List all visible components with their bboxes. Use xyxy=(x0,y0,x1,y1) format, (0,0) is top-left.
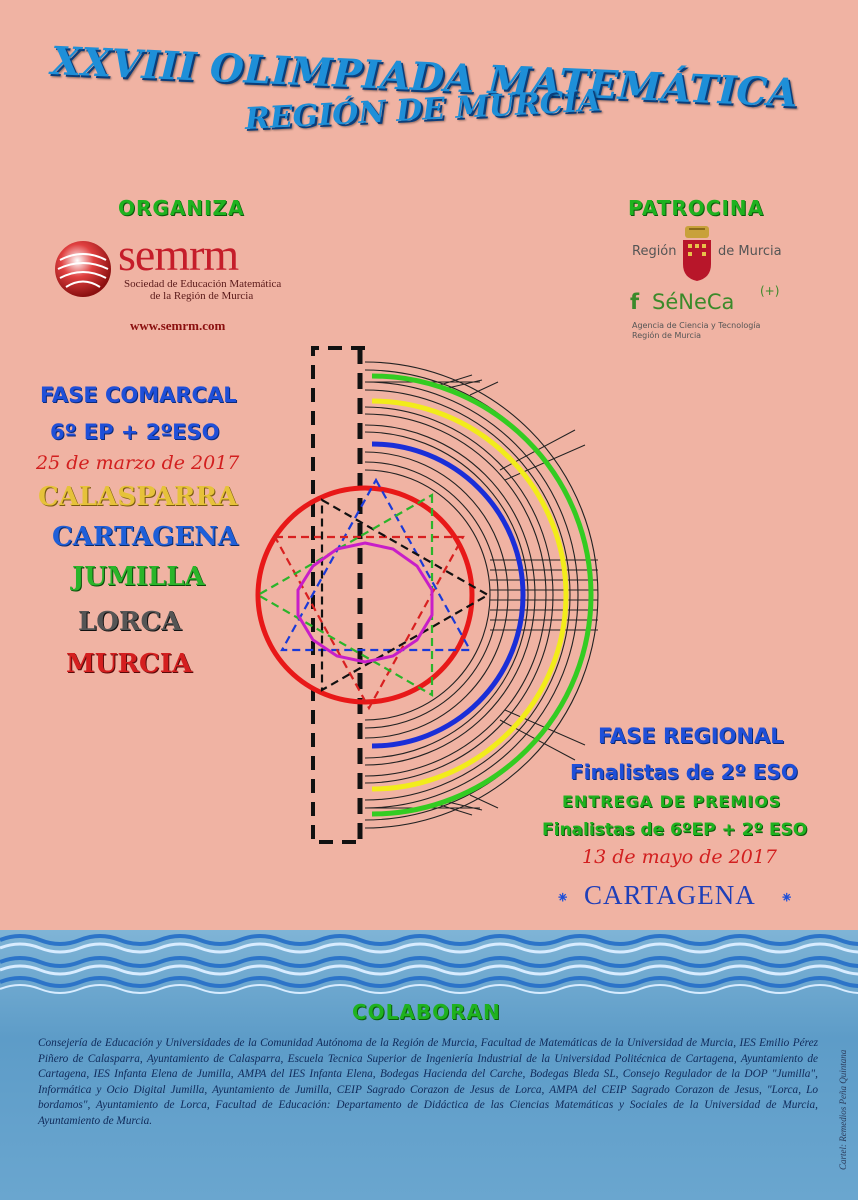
ornament-right: ⁕ xyxy=(780,888,794,907)
society-line-1: Sociedad de Educación Matemática xyxy=(124,278,282,290)
city-murcia: MURCIA xyxy=(66,649,193,679)
fase-regional-finalistas: Finalistas de 2º ESO xyxy=(570,760,798,784)
semrm-logo-text: semrm xyxy=(118,229,239,280)
wave-decoration-lower xyxy=(0,976,858,994)
fase-comarcal-header: FASE COMARCAL xyxy=(40,383,237,407)
semrm-logo-icon xyxy=(55,241,111,297)
seneca-f: f xyxy=(630,290,640,314)
agency-line-2: Región de Murcia xyxy=(632,331,702,340)
city-lorca: LORCA xyxy=(78,607,182,637)
organiza-header: ORGANIZA xyxy=(118,196,245,220)
fase-regional-date: 13 de mayo de 2017 xyxy=(582,846,778,868)
region-left-label: Región xyxy=(632,244,677,259)
website-link[interactable]: www.semrm.com xyxy=(130,318,226,333)
agency-line-1: Agencia de Ciencia y Tecnología xyxy=(632,321,761,330)
city-cartagena: CARTAGENA xyxy=(52,522,239,552)
city-jumilla: JUMILLA xyxy=(72,562,205,592)
fase-regional-city: CARTAGENA xyxy=(584,880,756,910)
geometric-figure xyxy=(255,346,599,844)
fase-comarcal-date: 25 de marzo de 2017 xyxy=(36,452,240,474)
colaboran-text: Consejería de Educación y Universidades … xyxy=(38,1037,818,1127)
colaboran-header: COLABORAN xyxy=(352,1000,501,1024)
ornament-left: ⁕ xyxy=(556,888,570,907)
seneca-name: SéNeCa xyxy=(652,290,735,314)
society-line-2: de la Región de Murcia xyxy=(150,290,254,302)
entrega-premios: ENTREGA DE PREMIOS xyxy=(562,792,782,811)
fase-comarcal-levels: 6º EP + 2ºESO xyxy=(50,420,220,444)
coat-of-arms-icon xyxy=(683,226,711,281)
fase-regional-header: FASE REGIONAL xyxy=(598,724,784,748)
wave-decoration xyxy=(0,934,858,976)
fase-regional-finalistas-2: Finalistas de 6ºEP + 2º ESO xyxy=(542,820,808,840)
poster-credit: Cartel: Remedios Peña Quintana xyxy=(838,1049,848,1170)
city-calasparra: CALASPARRA xyxy=(38,482,238,512)
seneca-plus: (+) xyxy=(760,284,780,298)
region-right-label: de Murcia xyxy=(718,244,782,259)
patrocina-header: PATROCINA xyxy=(628,196,765,220)
